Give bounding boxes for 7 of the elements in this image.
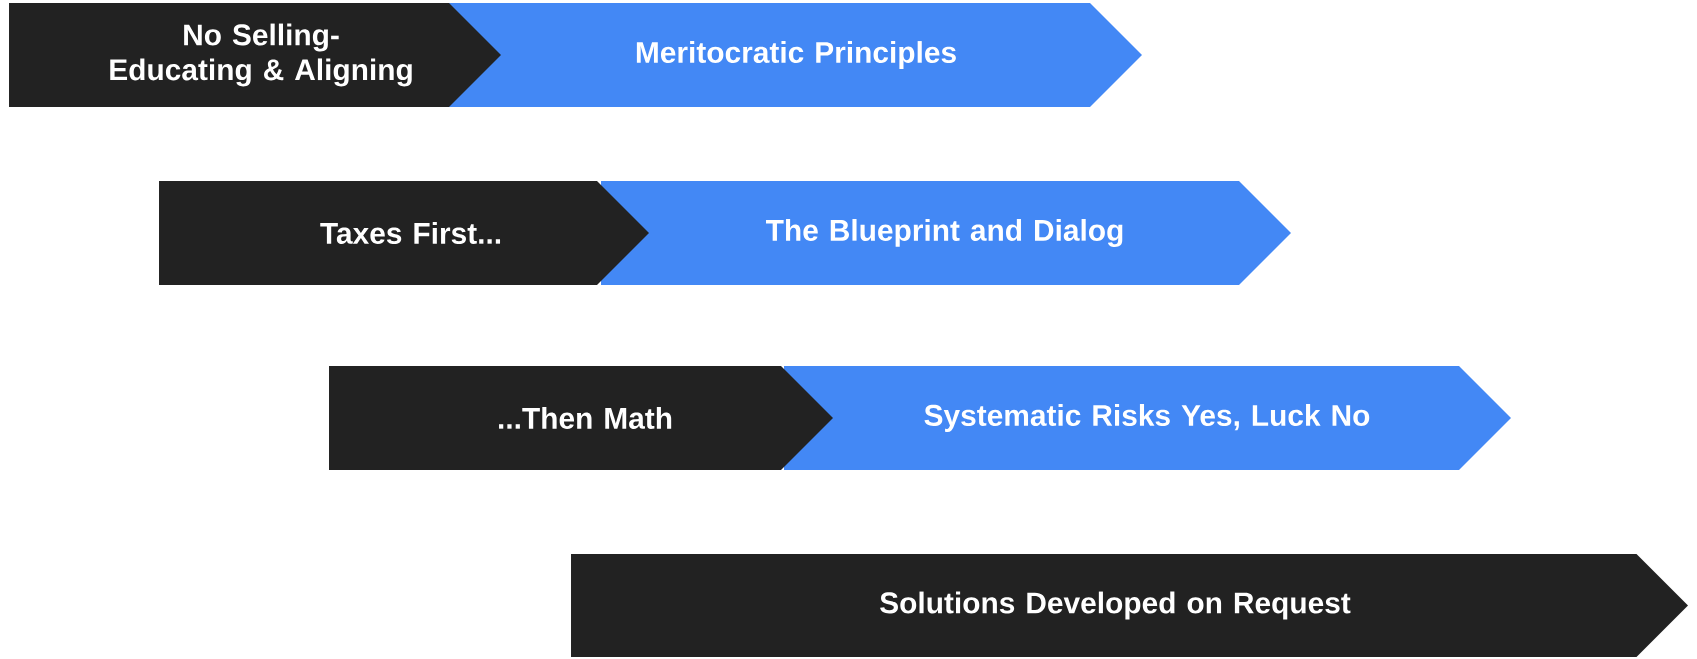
chevron-box: No Selling-Educating & Aligning [9, 3, 501, 107]
chevron-box: Systematic Risks Yes, Luck No [784, 366, 1511, 470]
chevron-box: The Blueprint and Dialog [601, 181, 1291, 285]
chevron-box: Meritocratic Principles [449, 3, 1142, 107]
chevron-box: ...Then Math [329, 366, 833, 470]
chevron-box: Taxes First... [159, 181, 649, 285]
chevron-box: Solutions Developed on Request [571, 554, 1688, 657]
